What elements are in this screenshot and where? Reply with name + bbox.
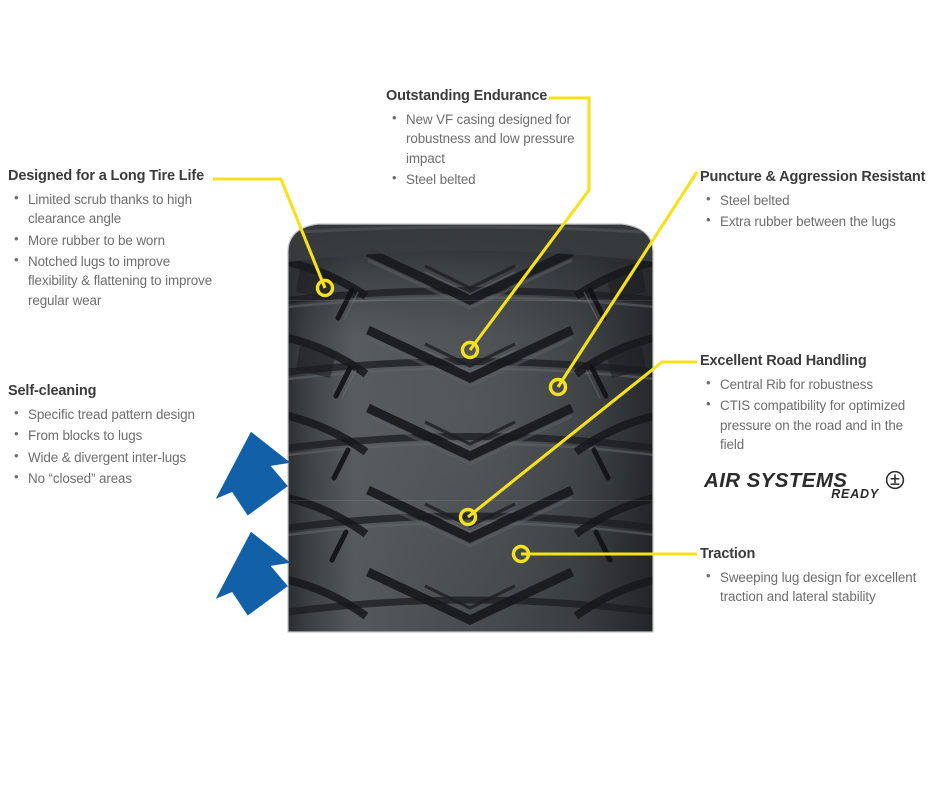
list-item: More rubber to be worn	[8, 230, 223, 250]
marker-long-life	[315, 278, 335, 298]
callout-heading: Self-cleaning	[8, 383, 97, 399]
marker-traction	[511, 544, 531, 564]
list-item: Sweeping lug design for excellent tracti…	[700, 567, 920, 607]
callout-heading: Excellent Road Handling	[700, 353, 867, 369]
list-item: Wide & divergent inter-lugs	[8, 447, 238, 467]
list-item: Extra rubber between the lugs	[700, 211, 936, 231]
leader-puncture	[556, 171, 699, 388]
marker-puncture	[548, 377, 568, 397]
tire-outline	[287, 223, 654, 633]
callout-bullet-list: Steel belted Extra rubber between the lu…	[700, 190, 936, 232]
marker-road-handling	[458, 507, 478, 527]
callout-bullet-list: Central Rib for robustness CTIS compatib…	[700, 374, 930, 455]
callout-self-cleaning: Self-cleaning Specific tread pattern des…	[8, 383, 238, 490]
logo-line-1: AIR SYSTEMS	[704, 469, 848, 492]
marker-endurance	[460, 340, 480, 360]
logo-line-2: READY	[831, 487, 879, 501]
right-shoulder-lugs	[573, 258, 653, 620]
plus-minus-circle-icon	[885, 470, 905, 490]
leader-endurance	[468, 96, 591, 351]
callout-bullet-list: New VF casing designed for robustness an…	[386, 109, 586, 190]
callout-outstanding-endurance: Outstanding Endurance New VF casing desi…	[386, 88, 586, 191]
marker-rings	[315, 278, 568, 564]
leader-lines	[213, 96, 699, 556]
callout-puncture-aggression-resistant: Puncture & Aggression Resistant Steel be…	[700, 169, 936, 234]
callout-bullet-list: Limited scrub thanks to high clearance a…	[8, 189, 223, 311]
callout-excellent-road-handling: Excellent Road Handling Central Rib for …	[700, 353, 930, 456]
callout-heading: Designed for a Long Tire Life	[8, 168, 204, 184]
leader-long-life	[213, 177, 327, 289]
callout-traction: Traction Sweeping lug design for excelle…	[700, 546, 920, 609]
list-item: Limited scrub thanks to high clearance a…	[8, 189, 223, 229]
list-item: No “closed” areas	[8, 468, 238, 488]
list-item: New VF casing designed for robustness an…	[386, 109, 586, 168]
leader-road-handling	[467, 360, 697, 519]
list-item: CTIS compatibility for optimized pressur…	[700, 395, 930, 454]
list-item: From blocks to lugs	[8, 425, 238, 445]
callout-heading: Puncture & Aggression Resistant	[700, 169, 926, 185]
lug-notches	[329, 287, 613, 563]
list-item: Steel belted	[700, 190, 936, 210]
list-item: Notched lugs to improve flexibility & fl…	[8, 251, 223, 310]
callout-bullet-list: Sweeping lug design for excellent tracti…	[700, 567, 920, 607]
list-item: Steel belted	[386, 169, 586, 189]
air-systems-ready-logo: AIR SYSTEMS READY	[700, 469, 905, 503]
tire-body	[288, 224, 653, 632]
callout-long-tire-life: Designed for a Long Tire Life Limited sc…	[8, 168, 223, 312]
list-item: Central Rib for robustness	[700, 374, 930, 394]
callout-bullet-list: Specific tread pattern design From block…	[8, 404, 238, 489]
self-cleaning-arrow-upper	[215, 431, 291, 516]
central-rib	[366, 247, 574, 625]
self-cleaning-arrow-lower	[215, 531, 291, 616]
callout-heading: Traction	[700, 546, 756, 562]
list-item: Specific tread pattern design	[8, 404, 238, 424]
callout-heading: Outstanding Endurance	[386, 88, 548, 104]
